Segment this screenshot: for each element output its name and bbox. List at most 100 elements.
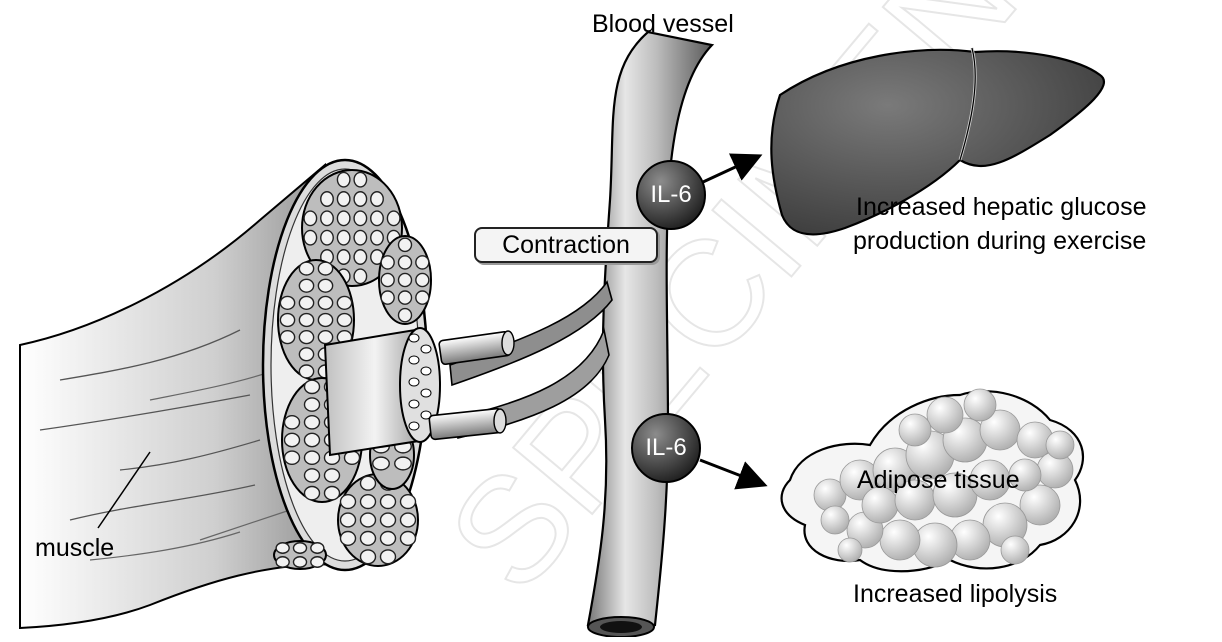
fiber	[299, 348, 313, 361]
fiber	[354, 269, 367, 284]
fat-cell	[964, 389, 996, 421]
fiber	[305, 487, 320, 500]
fiber	[399, 238, 412, 251]
fiber	[305, 451, 320, 464]
fat-cell	[1001, 536, 1029, 564]
fiber	[321, 211, 334, 226]
fiber	[361, 550, 376, 564]
fiber	[341, 513, 356, 527]
fiber	[285, 433, 300, 446]
fiber	[311, 543, 324, 554]
fiber	[337, 314, 351, 327]
fiber	[305, 416, 320, 429]
fiber	[416, 273, 429, 286]
fiber	[299, 279, 313, 292]
fascicle	[338, 474, 418, 566]
fat-cell	[927, 397, 963, 433]
nerve-fiber	[409, 334, 419, 342]
fiber	[337, 230, 350, 245]
blood-vessel-label: Blood vessel	[592, 10, 734, 40]
fiber	[401, 513, 416, 527]
fiber	[337, 192, 350, 207]
nerve-fiber	[421, 345, 431, 353]
fiber	[321, 230, 334, 245]
fiber	[337, 211, 350, 226]
fiber	[299, 365, 313, 378]
fiber	[354, 250, 367, 265]
fiber	[381, 513, 396, 527]
fiber	[416, 256, 429, 269]
nerve-fiber	[409, 422, 419, 430]
fascicle	[274, 541, 326, 569]
fiber	[318, 262, 332, 275]
fiber	[305, 433, 320, 446]
fiber	[381, 291, 394, 304]
fiber	[399, 273, 412, 286]
fiber	[354, 172, 367, 187]
fiber	[276, 557, 289, 568]
fat-cell	[1046, 431, 1074, 459]
nerve-fiber	[409, 378, 419, 386]
fiber	[280, 314, 294, 327]
fat-cell	[899, 414, 931, 446]
fiber	[401, 495, 416, 509]
fiber	[294, 557, 307, 568]
fiber	[361, 532, 376, 546]
fat-cell	[838, 538, 862, 562]
fat-cell	[880, 520, 920, 560]
fiber	[337, 296, 351, 309]
fiber	[371, 230, 384, 245]
il6-bottom-label: IL-6	[630, 434, 702, 462]
fiber	[399, 291, 412, 304]
lipolysis-label: Increased lipolysis	[853, 580, 1057, 610]
adipose-tissue-label: Adipose tissue	[857, 466, 1020, 496]
fiber	[285, 451, 300, 464]
fiber	[305, 469, 320, 482]
fiber	[354, 211, 367, 226]
fiber	[299, 331, 313, 344]
fiber	[371, 211, 384, 226]
fiber	[299, 262, 313, 275]
fiber	[395, 457, 412, 470]
fiber	[305, 398, 320, 411]
fiber	[311, 557, 324, 568]
nerve-fiber	[421, 389, 431, 397]
fiber	[337, 172, 350, 187]
fiber	[294, 543, 307, 554]
nerve-fiber	[421, 367, 431, 375]
il6-top-label: IL-6	[635, 181, 707, 209]
fiber	[325, 469, 340, 482]
fiber	[337, 250, 350, 265]
fiber	[280, 296, 294, 309]
fascicle	[379, 236, 431, 324]
fiber	[341, 495, 356, 509]
fiber	[285, 416, 300, 429]
fiber	[325, 487, 340, 500]
fiber	[304, 230, 317, 245]
fiber	[318, 331, 332, 344]
arrow-to-adipose	[700, 460, 762, 484]
nerve-fiber	[409, 400, 419, 408]
fiber	[381, 532, 396, 546]
fiber	[381, 550, 396, 564]
fiber	[318, 279, 332, 292]
fiber	[381, 273, 394, 286]
fiber	[318, 314, 332, 327]
fiber	[304, 211, 317, 226]
fiber	[381, 256, 394, 269]
fiber	[318, 296, 332, 309]
fat-cell	[821, 506, 849, 534]
fiber	[373, 457, 390, 470]
fiber	[401, 532, 416, 546]
fiber	[321, 192, 334, 207]
fiber	[354, 192, 367, 207]
fiber	[399, 309, 412, 322]
fiber	[387, 211, 400, 226]
fiber	[299, 314, 313, 327]
fiber	[416, 291, 429, 304]
fiber	[276, 543, 289, 554]
fiber	[361, 513, 376, 527]
fiber	[354, 230, 367, 245]
